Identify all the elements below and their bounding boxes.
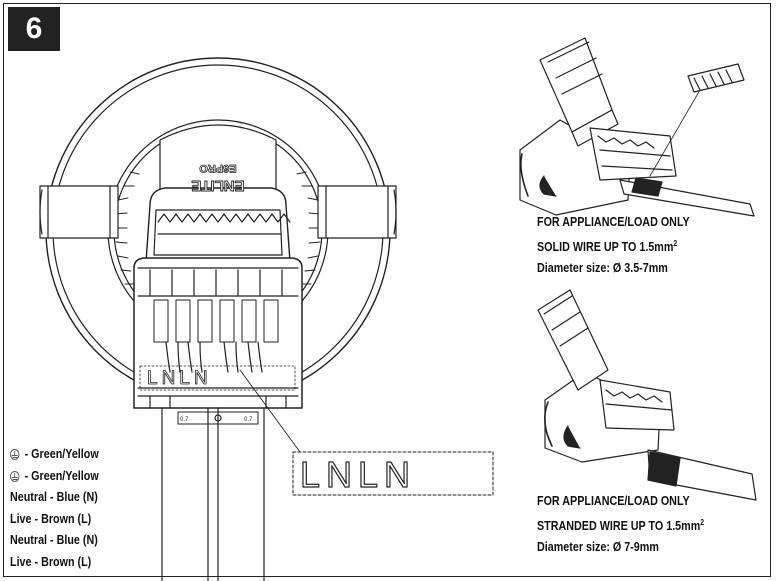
legend-item: Live - Brown (L)	[10, 509, 99, 531]
downlight-rear-view	[39, 57, 397, 581]
terminal-label-large: LNLN	[300, 454, 416, 495]
legend-text: - Green/Yellow	[24, 468, 99, 483]
solid-wire-connector	[519, 37, 755, 217]
stranded-wire-connector	[537, 289, 757, 501]
stranded-caption-line1: FOR APPLIANCE/LOAD ONLY	[537, 494, 690, 508]
earth-icon	[10, 470, 20, 482]
legend-item: - Green/Yellow	[10, 444, 99, 466]
diagram-frame	[3, 3, 771, 577]
legend-text: Neutral - Blue (N)	[10, 533, 98, 547]
legend-text: - Green/Yellow	[24, 447, 99, 461]
terminal-marking-left: 0.7	[180, 417, 189, 423]
legend-item: - Green/Yellow	[10, 466, 99, 488]
legend-text: Neutral - Blue (N)	[10, 490, 98, 504]
legend-item: Neutral - Blue (N)	[10, 530, 99, 552]
step-number-badge: 6	[8, 7, 60, 51]
solid-caption-line1: FOR APPLIANCE/LOAD ONLY	[537, 215, 690, 229]
terminal-marking-right: 0.7	[244, 417, 253, 423]
stranded-caption-line3: Diameter size: Ø 7-9mm	[537, 540, 659, 555]
solid-caption-line3: Diameter size: Ø 3.5-7mm	[537, 261, 668, 276]
brand-text: ENLITE	[191, 177, 244, 194]
legend-text: Live - Brown (L)	[10, 554, 92, 569]
terminal-label-small: LNLN	[147, 368, 212, 389]
model-text: E6PRO	[199, 162, 237, 174]
legend-item: Live - Brown (L)	[10, 552, 99, 574]
stranded-wire-caption: FOR APPLIANCE/LOAD ONLY STRANDED WIRE UP…	[537, 491, 704, 558]
solid-caption-line2: SOLID WIRE UP TO 1.5mm2	[537, 239, 678, 255]
earth-icon	[10, 449, 20, 461]
product-label: ENLITE E6PRO	[191, 162, 245, 195]
stranded-caption-line2: STRANDED WIRE UP TO 1.5mm2	[537, 518, 705, 534]
terminal-label-callout: LNLN	[292, 451, 494, 496]
legend-text: Live - Brown (L)	[10, 511, 92, 526]
solid-wire-caption: FOR APPLIANCE/LOAD ONLY SOLID WIRE UP TO…	[537, 212, 690, 279]
legend-item: Neutral - Blue (N)	[10, 487, 99, 509]
